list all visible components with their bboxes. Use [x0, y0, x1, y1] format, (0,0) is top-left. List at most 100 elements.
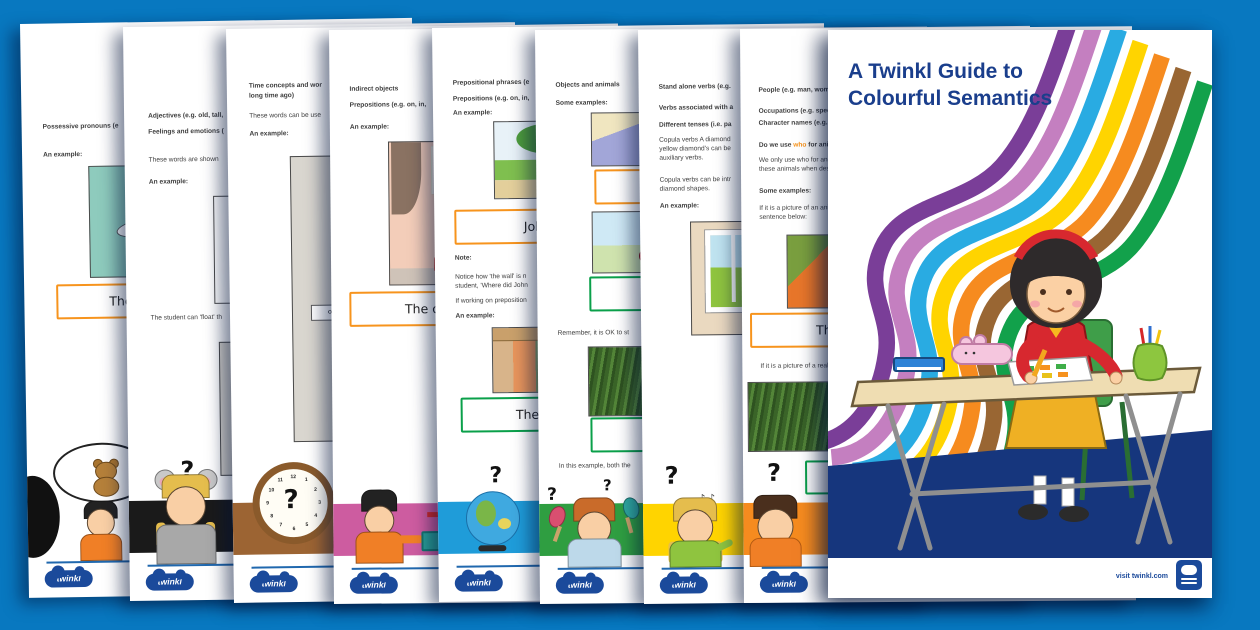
twinkl-logo: twinkl [44, 569, 93, 588]
question-pre: Do we use [758, 141, 794, 149]
section-heading-2: long time ago) [248, 92, 295, 100]
section-heading-3: Different tenses (i.e. pa [658, 121, 732, 129]
question-who: who [793, 141, 807, 149]
body-text-2: In this example, both the [558, 462, 631, 470]
body-text-3: If it is a picture of an ani [759, 204, 829, 212]
clock-number: 6 [292, 526, 296, 533]
body-text-4: Copula verbs can be intr [659, 176, 732, 184]
example-label: An example: [148, 178, 189, 186]
question-mark: ? [283, 485, 299, 516]
question-mark: ? [489, 463, 503, 489]
section-heading: Possessive pronouns (e [42, 122, 119, 131]
body-text: These words are shown [148, 155, 219, 164]
visit-twinkl-link[interactable]: visit twinkl.com [1115, 573, 1168, 580]
twinkl-logo: twinkl [759, 575, 808, 593]
section-heading: Indirect objects [349, 85, 399, 93]
twinkl-logo: twinkl [454, 574, 503, 592]
twinkl-badge-icon [1176, 560, 1202, 590]
question-mark: ? [767, 458, 782, 487]
girl-head [1010, 229, 1102, 328]
question-mark: ? [664, 461, 679, 490]
speech-blob-icon [20, 475, 61, 559]
examples-label: Some examples: [759, 187, 812, 195]
child-boy-icon [20, 18, 412, 561]
note-text-2: student, 'Where did John [455, 281, 528, 290]
section-heading-2: Prepositions (e.g. on, in, [452, 94, 530, 103]
twinkl-logo-label: twinkl [771, 578, 796, 589]
globe-stand [478, 545, 507, 552]
body-text-3: auxiliary verbs. [659, 154, 704, 162]
body-text: These words can be use [249, 111, 322, 120]
clock-number: 1 [304, 476, 308, 483]
cover-page: A Twinkl Guide to Colourful Semantics vi… [828, 30, 1212, 598]
twinkl-logo-label: twinkl [671, 579, 696, 590]
pencil-pot-icon [1132, 326, 1168, 382]
body-text: We only use who for ani [758, 156, 830, 164]
clock-number: 11 [277, 477, 283, 484]
body-text-2: these animals when des [758, 165, 830, 173]
clock-number: 4 [314, 512, 318, 519]
twinkl-logo: twinkl [659, 576, 708, 594]
twinkl-logo: twinkl [349, 576, 398, 594]
twinkl-logo-label: twinkl [466, 577, 491, 588]
cover-title-line2: Colourful Semantics [848, 87, 1053, 110]
body-text-4: sentence below: [759, 213, 807, 221]
section-heading-2: Prepositions (e.g. on, in, [349, 101, 427, 109]
example-label: An example: [349, 123, 390, 131]
section-heading-2: Verbs associated with a [658, 104, 734, 112]
body-text-2: The student can 'float' th [150, 313, 223, 322]
body-text-2: yellow diamond's can be [659, 145, 731, 153]
clock-number: 2 [314, 486, 317, 493]
pencil-icon [1031, 349, 1048, 377]
cover-illustration [828, 30, 1212, 558]
section-heading: Adjectives (e.g. old, tall, [148, 111, 224, 120]
cover-title-line1: A Twinkl Guide to [848, 60, 1023, 83]
clock-number: 8 [270, 513, 274, 520]
question-mark-2: ? [602, 476, 612, 495]
section-heading: Objects and animals [555, 81, 620, 89]
teddy-bear-icon [20, 18, 412, 497]
clock-number: 5 [305, 521, 309, 528]
arm [397, 535, 424, 544]
twinkl-logo-label: twinkl [261, 578, 286, 589]
child-girl-icon [20, 18, 412, 562]
clock-number: 12 [290, 474, 297, 481]
book-icon [893, 357, 945, 372]
example-label: An example: [659, 202, 700, 210]
twinkl-logo: twinkl [249, 575, 298, 593]
note-text-3: If working on preposition [455, 296, 527, 305]
body-text-5: diamond shapes. [659, 185, 710, 193]
clock-number: 9 [266, 500, 270, 507]
section-heading-3: Character names (e.g. H [758, 119, 835, 127]
examples-label: Some examples: [555, 99, 608, 107]
twinkl-logo-label: twinkl [56, 573, 81, 584]
body-text-5: If it is a picture of a real [760, 362, 829, 370]
question-mark: ? [546, 484, 558, 505]
example-label-2: An example: [455, 312, 495, 320]
twinkl-logo: twinkl [145, 573, 194, 591]
pencil-case-icon [951, 334, 1013, 365]
section-heading-2: Occupations (e.g. speec [758, 107, 835, 115]
twinkl-logo-label: twinkl [567, 579, 592, 590]
window-bar [731, 229, 736, 303]
twinkl-logo-label: twinkl [157, 576, 182, 587]
twinkl-logo: twinkl [555, 576, 604, 594]
section-heading: Stand alone verbs (e.g. [658, 83, 731, 91]
clock-number: 3 [318, 499, 322, 506]
clock-number: 7 [279, 522, 283, 529]
example-label: An example: [43, 151, 83, 159]
body-text: Remember, it is OK to st [557, 329, 630, 337]
example-label: An example: [453, 109, 493, 117]
example-label: An example: [249, 130, 289, 138]
section-heading: People (e.g. man, woma [758, 86, 834, 94]
section-heading: Prepositional phrases (e [452, 78, 530, 87]
cover-title: A Twinkl Guide to Colourful Semantics [848, 58, 1052, 112]
headband [1013, 229, 1099, 261]
note-label: Note: [454, 254, 472, 262]
question-line: Do we use who for anim [759, 141, 835, 150]
arms [1016, 335, 1123, 385]
twinkl-logo-label: twinkl [361, 579, 386, 590]
curtain-left [390, 142, 422, 215]
clock-number: 10 [268, 487, 275, 494]
